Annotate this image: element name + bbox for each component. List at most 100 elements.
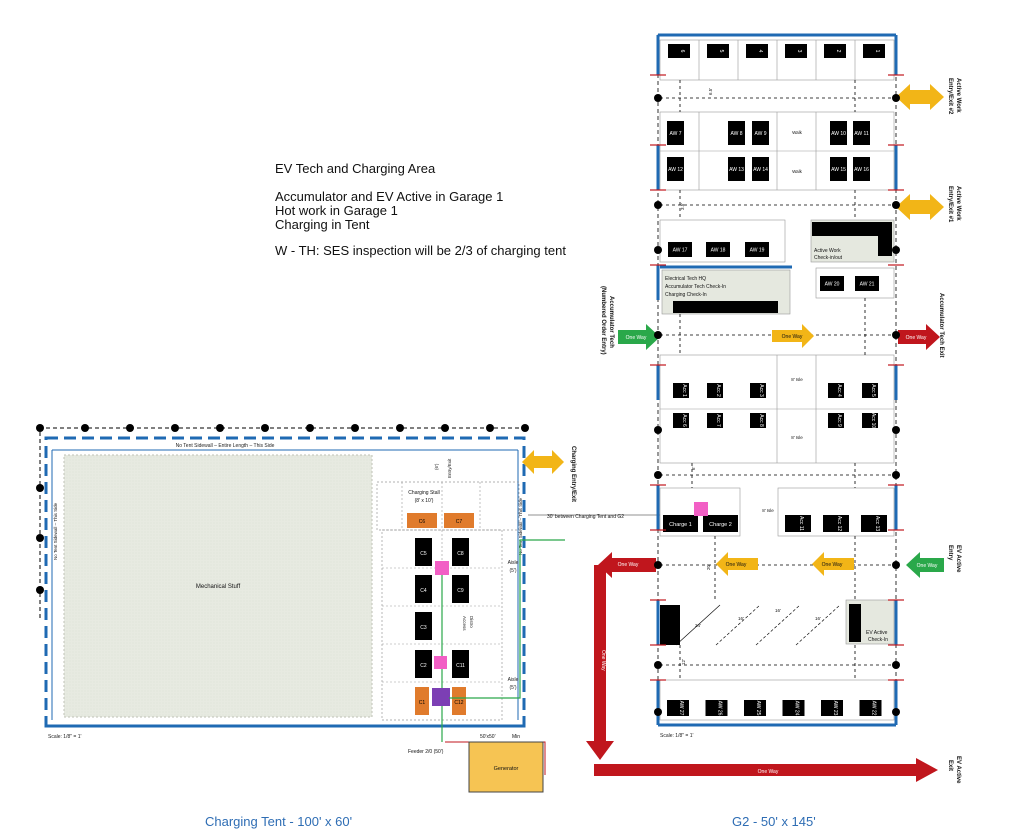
acc-exit-one-way: One Way <box>906 335 927 341</box>
entry2-arrow <box>896 84 944 110</box>
stall-c4-label: C4 <box>420 588 427 594</box>
aisle-6-label: (6') <box>434 463 439 470</box>
acc-entry-arrow <box>618 324 660 350</box>
slot-acc-11 <box>785 515 811 532</box>
slot-aw-24-label: AW 24 <box>794 701 800 716</box>
stall-c9-label: C9 <box>457 588 464 594</box>
slot-aw-27 <box>667 700 689 716</box>
tent-left-note: No Tent Sidewall – This Side <box>53 502 58 560</box>
acc-bottom-block <box>777 487 895 537</box>
slot-aw-16-label: AW 16 <box>854 167 869 173</box>
exit-arrow-down <box>586 741 614 760</box>
garage-post <box>892 661 900 669</box>
slot-acc-6-label: Acc 6 <box>681 414 687 427</box>
slot-acc-12-label: Acc 12 <box>836 516 842 532</box>
tent-posts <box>36 424 529 594</box>
aw-bottom-block <box>659 679 895 721</box>
tent-post <box>521 424 529 432</box>
aisle-8-label-1: 8' Isle <box>791 377 803 382</box>
slot-aw-7-label: AW 7 <box>669 131 681 137</box>
ev-exit-one-way-1: One Way <box>618 562 639 568</box>
aisle-entry-label: Entry/Exit <box>447 458 452 478</box>
charging-tent: Mechanical Stuff No Tent Sidewall – Enti… <box>39 427 660 793</box>
slot-aw-7 <box>667 121 684 145</box>
aisle-5-label-1: (5') <box>509 568 516 574</box>
slot-aw-10-label: AW 10 <box>831 131 846 137</box>
slot-acc-12 <box>823 515 849 532</box>
slot-2-label: 2 <box>835 50 841 53</box>
stall-c9 <box>452 575 469 603</box>
slot-acc-10-label: Acc 10 <box>870 413 876 429</box>
min-label: Min <box>512 734 520 740</box>
charging-entry-label: Charging Entry/Exit <box>570 446 576 502</box>
active-work-checkin-2: Check-in/out <box>814 255 843 261</box>
slot-3-label: 3 <box>796 50 802 53</box>
tent-scale: Scale: 1/8" = 1' <box>48 734 81 740</box>
walk-label-2: Walk <box>792 169 803 174</box>
distro-label: Distro <box>469 616 474 628</box>
garage-caption: G2 - 50' x 145' <box>732 814 816 829</box>
slot-aw-15-label: AW 15 <box>831 167 846 173</box>
tent-post <box>351 424 359 432</box>
garage-post <box>892 426 900 434</box>
garage-post <box>654 246 662 254</box>
dim-65-label: 6.5' <box>708 88 713 95</box>
stall-c12-label: C12 <box>454 700 463 706</box>
slot-1 <box>863 44 885 58</box>
active-work-checkin-1: Active Work <box>814 248 841 254</box>
slot-aw-25 <box>744 700 766 716</box>
dim-24: 24' <box>695 623 701 628</box>
acc-entry-label-1: Accumulator Tech <box>608 296 614 348</box>
ev-exit-one-way-2: One Way <box>600 650 606 671</box>
tent-post <box>216 424 224 432</box>
stall-c2-label: C2 <box>420 663 427 669</box>
stall-c1 <box>415 687 429 715</box>
slot-aw-22-label: AW 22 <box>871 701 877 716</box>
ev-entry-one-way: One Way <box>917 563 938 569</box>
slot-1-label: 1 <box>874 50 880 53</box>
stall-dims: (8' x 10') <box>415 498 434 504</box>
slot-6-label: 6 <box>679 50 685 53</box>
tent-post <box>126 424 134 432</box>
slot-aw-8-label: AW 8 <box>730 131 742 137</box>
one-way-arrow-right <box>772 324 814 348</box>
slot-6 <box>668 44 690 58</box>
tent-caption: Charging Tent - 100' x 60' <box>205 814 353 829</box>
tent-right-note: No Tent Sidewall – This Side <box>518 497 523 555</box>
garage-post <box>654 94 662 102</box>
garage-post <box>892 331 900 339</box>
stall-c11-label: C11 <box>456 663 465 669</box>
slot-aw-17-label: AW 17 <box>673 248 688 254</box>
slot-acc-11-label: Acc 11 <box>798 516 804 531</box>
slot-aw-18 <box>706 242 730 257</box>
charge-distro <box>694 502 708 516</box>
hq-label-1: Electrical Tech HQ <box>665 276 706 282</box>
acc-exit-arrow <box>898 324 940 350</box>
tent-post <box>396 424 404 432</box>
slot-aw-13-label: AW 13 <box>729 167 744 173</box>
note-charging: Charging in Tent <box>275 217 370 232</box>
slot-acc-7 <box>707 413 723 428</box>
garage-post <box>892 246 900 254</box>
stall-c2 <box>415 650 432 678</box>
one-way-arrow-left-2 <box>812 552 854 576</box>
garage-post <box>892 471 900 479</box>
ev-entry-label-2: Entry <box>947 545 953 561</box>
note-accumulator: Accumulator and EV Active in Garage 1 <box>275 189 504 204</box>
slot-aw-12-label: AW 12 <box>668 167 683 173</box>
aw-20-21-area <box>815 267 895 299</box>
stall-c8-label: C8 <box>457 551 464 557</box>
feeder-label: Feeder 2/0 (50') <box>408 749 444 755</box>
garage-post <box>892 201 900 209</box>
dim-16-b: 16' <box>775 608 781 613</box>
aisle-label-2: Aisle <box>508 677 519 683</box>
note-ses: W - TH: SES inspection will be 2/3 of ch… <box>275 243 566 258</box>
slot-acc-5 <box>862 383 878 398</box>
stall-c7 <box>444 513 474 528</box>
slot-acc-13 <box>861 515 887 532</box>
slot-acc-9-label: Acc 9 <box>836 414 842 427</box>
slot-acc-3-label: Acc 3 <box>758 384 764 397</box>
top-row <box>659 39 895 81</box>
distro-box-1 <box>435 561 449 575</box>
